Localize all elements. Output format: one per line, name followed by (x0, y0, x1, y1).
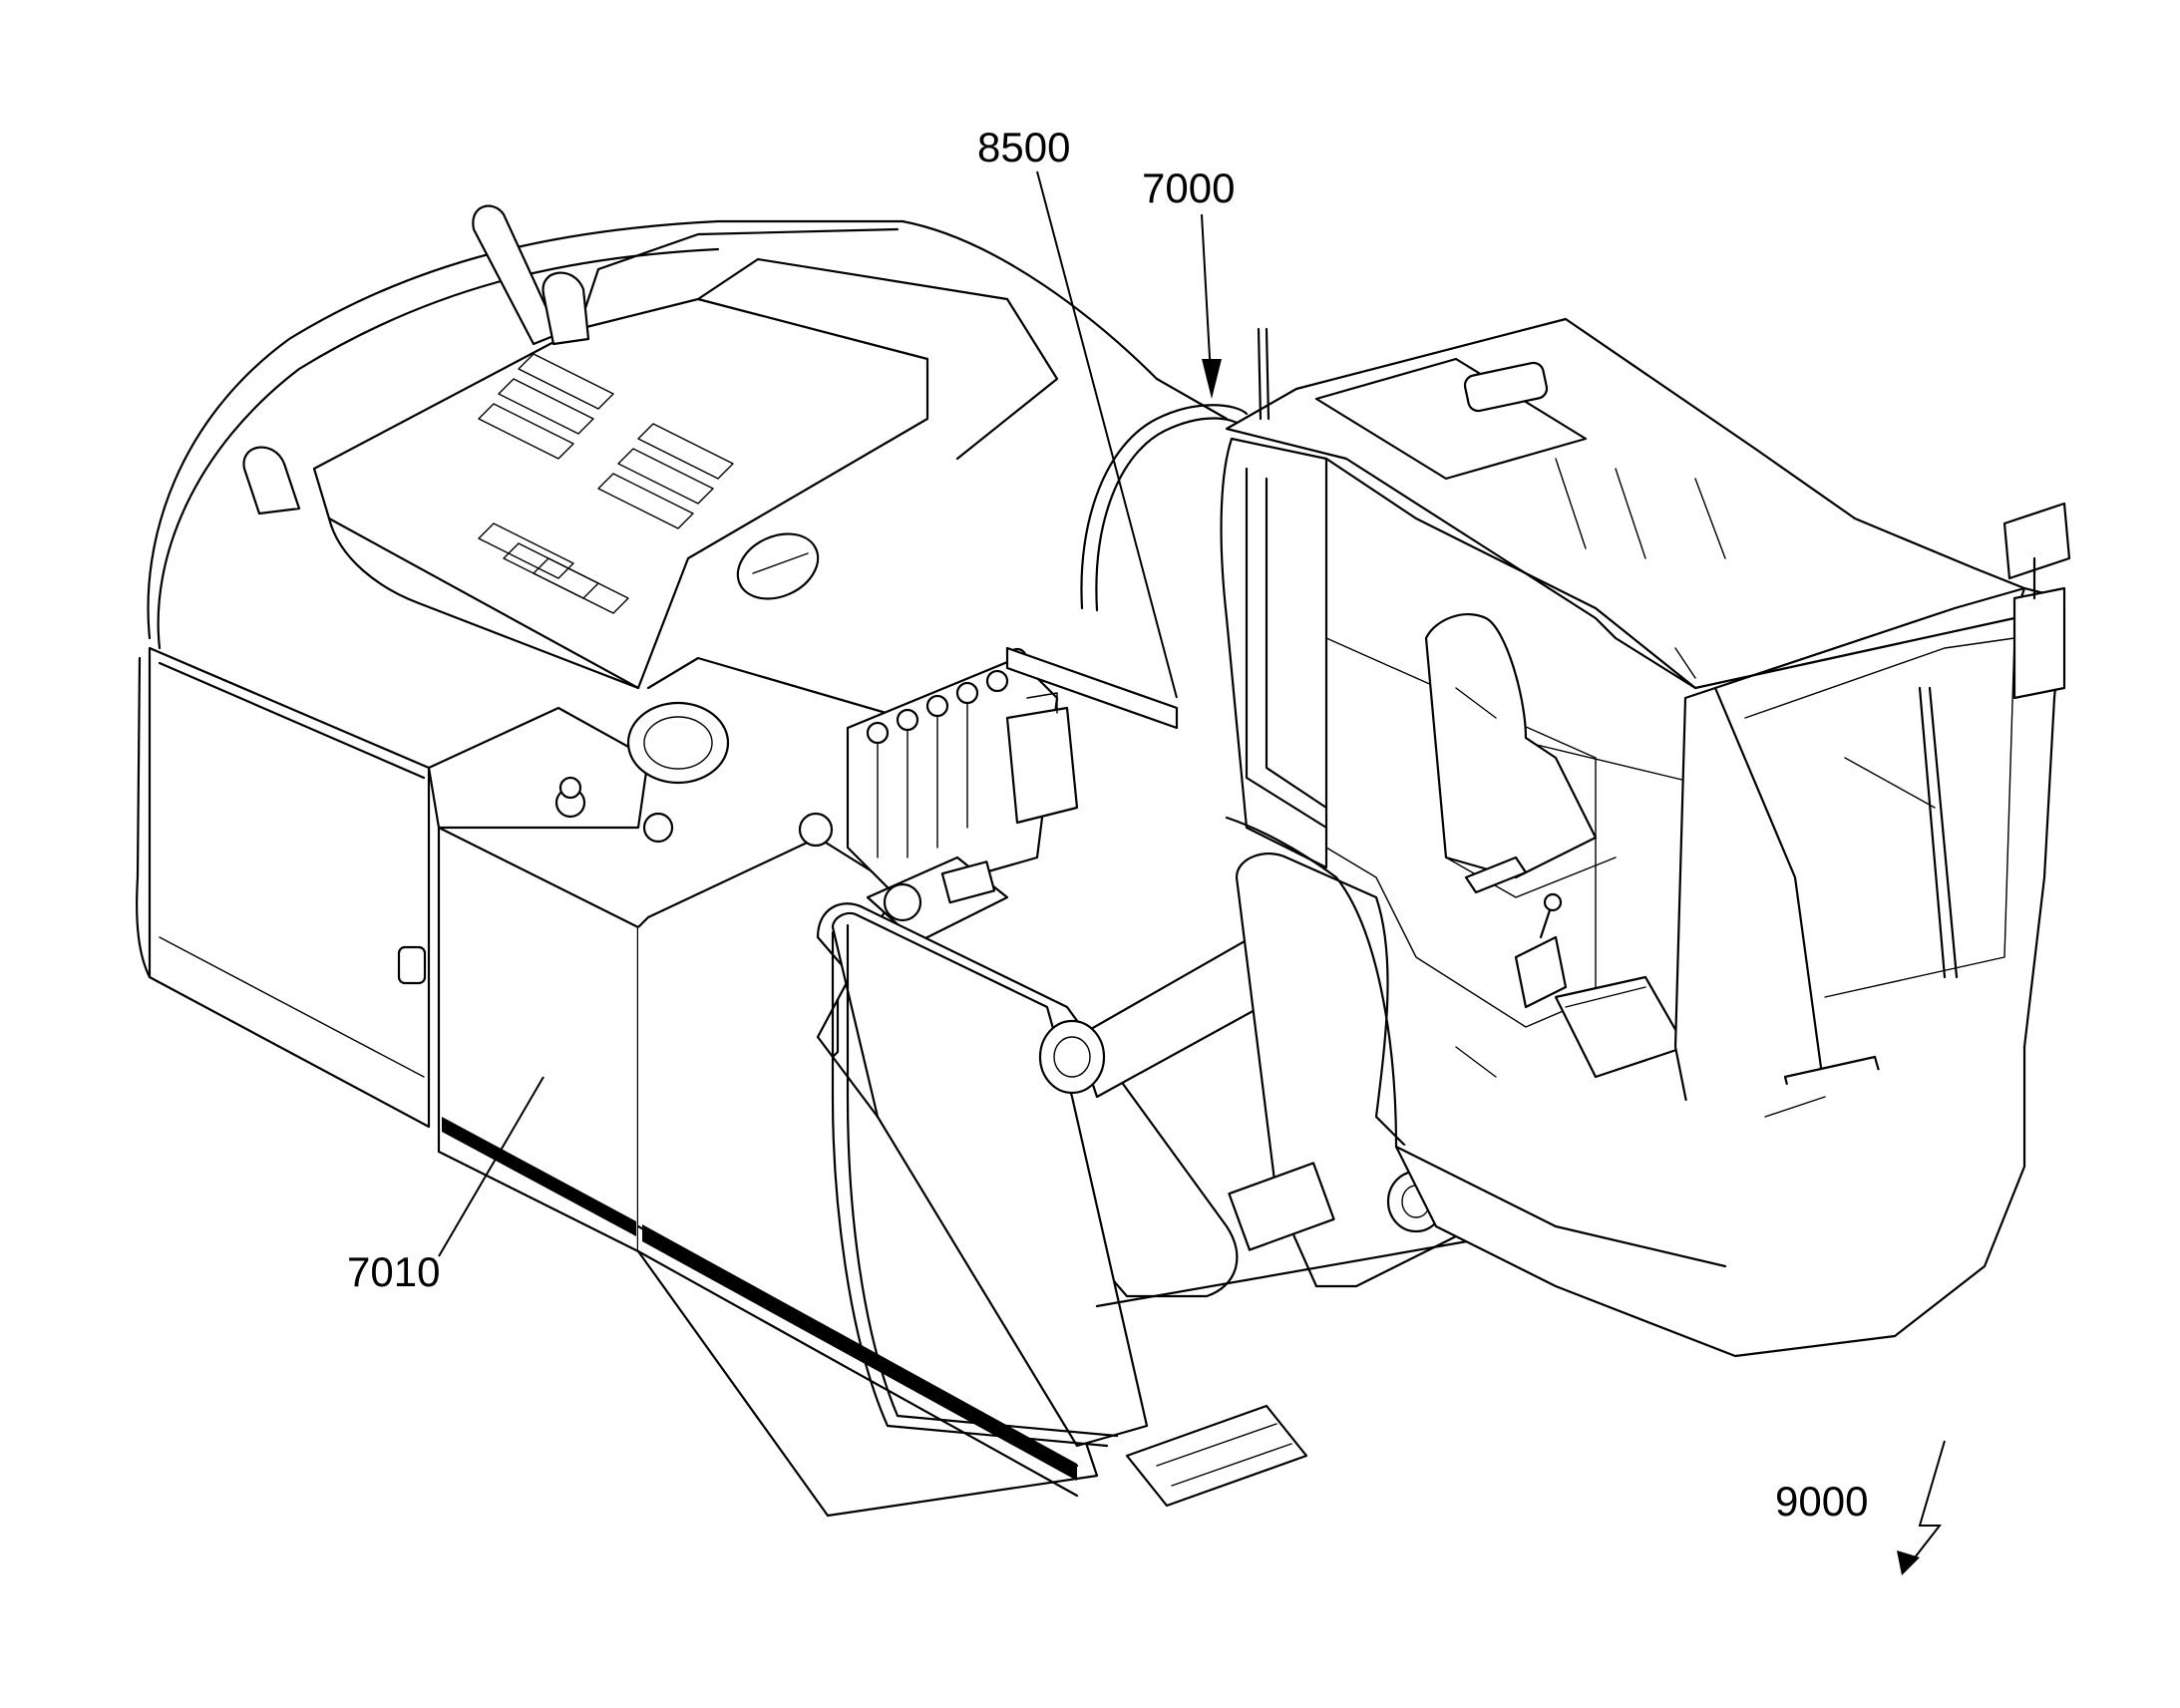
step-plate (1125, 1404, 1308, 1508)
label-8500: 8500 (977, 124, 1070, 171)
operator-seat (1424, 613, 1598, 879)
label-7000: 7000 (1142, 165, 1235, 211)
valve-block (846, 647, 1079, 944)
operator-cab (1220, 317, 2071, 1358)
side-mirror-upper (2002, 502, 2071, 580)
handrail (831, 404, 1249, 1448)
leader-7010 (438, 1076, 545, 1257)
handrail-tube (1080, 404, 1249, 610)
label-9000: 9000 (1775, 1478, 1868, 1525)
fuel-tank (427, 701, 1099, 1518)
reservoir-bottle (1005, 706, 1079, 825)
exhaust-stack (472, 204, 560, 346)
tank-stripe-1 (442, 1117, 636, 1236)
leader-9000 (1904, 1440, 1946, 1571)
tank-stripe-2 (642, 1224, 1077, 1481)
reference-labels: 8500 7000 7010 9000 (347, 124, 1946, 1575)
side-door-panel (136, 646, 431, 1129)
engine-hood (147, 204, 1229, 770)
label-7010: 7010 (347, 1248, 440, 1295)
fuel-filler-cap (626, 701, 730, 785)
side-mirror-lower (2012, 586, 2066, 700)
arrow-7000 (1202, 359, 1222, 399)
hood-vents (478, 353, 734, 614)
door-handle (397, 945, 427, 985)
leader-8500 (1036, 171, 1178, 699)
deck-rail-bar (1005, 646, 1179, 730)
